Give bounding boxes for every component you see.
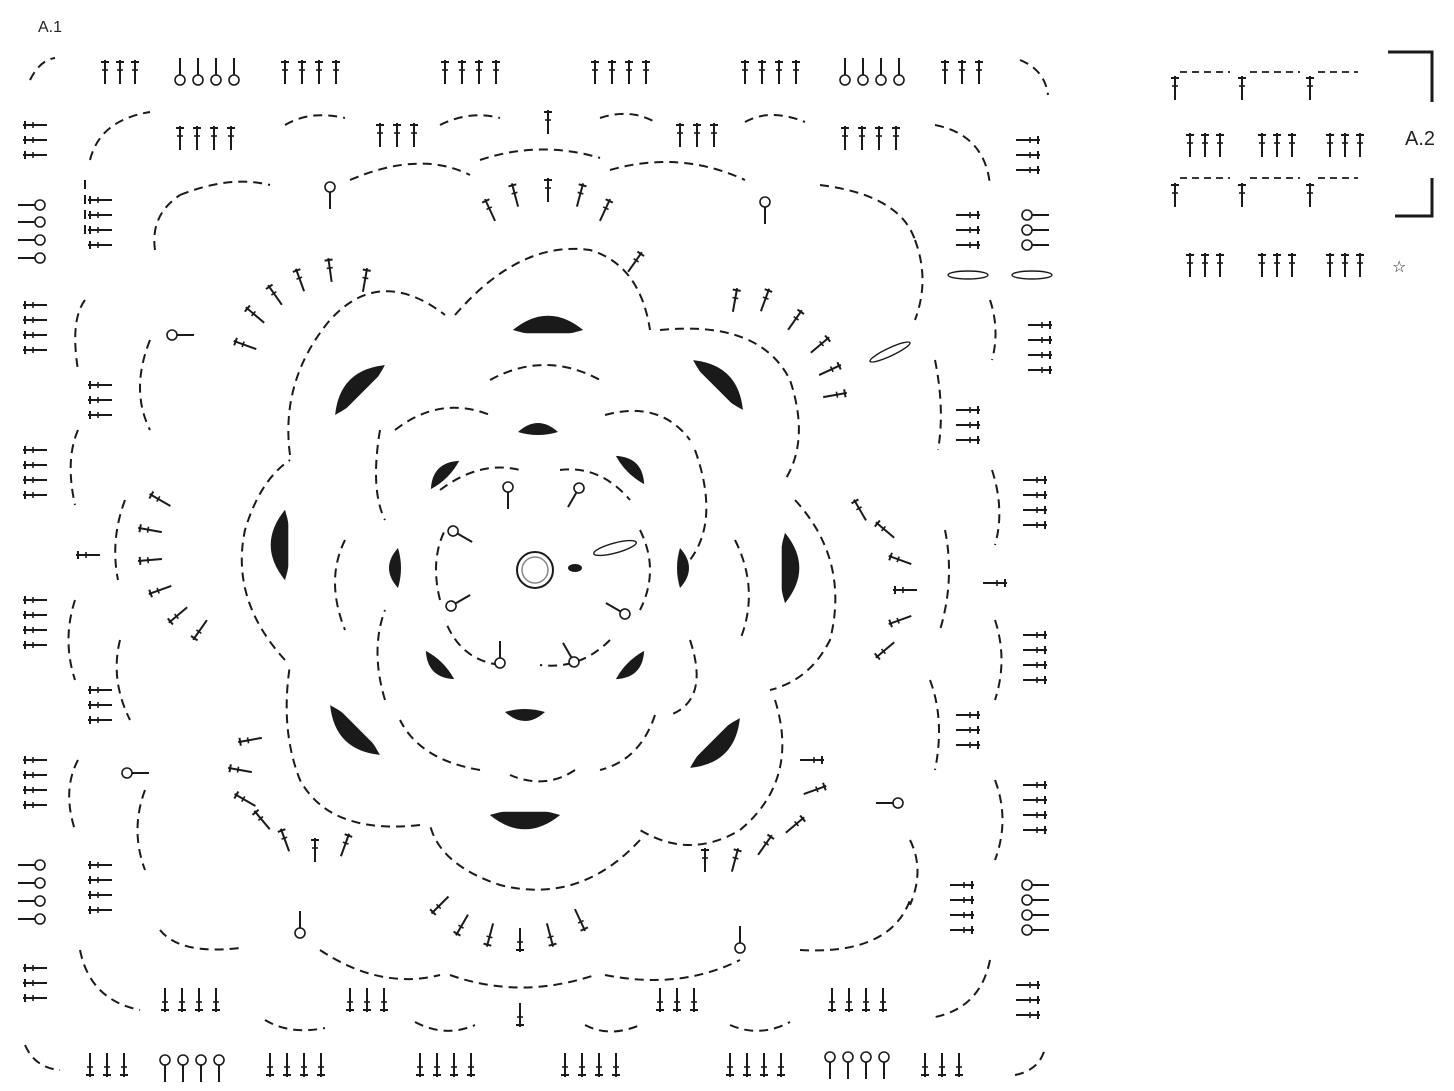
inner-ring [670, 640, 697, 715]
filled-petal-icon [389, 548, 401, 588]
inner-ring [445, 620, 500, 665]
ring-arc [600, 114, 655, 122]
diagram-a2: ☆ A.2 [1171, 52, 1435, 277]
ring-arc [71, 430, 78, 505]
filled-petal-icon [776, 533, 799, 603]
petal-frame [640, 700, 782, 845]
inner-ring [735, 540, 749, 640]
outer-corner-bl [25, 1045, 60, 1070]
scallop [180, 182, 270, 195]
filled-petal-icon [505, 709, 545, 721]
petal-frame [770, 500, 835, 690]
ring-arc [930, 960, 990, 1018]
inner-ring [510, 770, 575, 781]
ring-arc [440, 115, 500, 125]
scallop [480, 149, 600, 160]
diagram-a1 [25, 58, 1048, 1075]
inner-ring [690, 450, 706, 560]
ring-arc [69, 760, 78, 830]
ring-arc [285, 115, 345, 125]
ring-arc [80, 950, 140, 1010]
scallop [915, 240, 923, 320]
border-top [101, 58, 983, 150]
inner-ring [560, 469, 630, 500]
bracket-bottom [1395, 178, 1432, 216]
filled-petal-icon [271, 510, 294, 580]
ring-arc [990, 300, 996, 360]
bracket-top [1388, 52, 1432, 102]
ring-arc [69, 600, 76, 680]
scallop [610, 162, 745, 180]
magic-ring-icon [517, 537, 638, 588]
outer-corner-tl [30, 58, 55, 80]
petal-frame [660, 329, 799, 480]
inner-ring [490, 365, 600, 380]
scallop [117, 640, 130, 720]
a1-label: A.1 [38, 19, 62, 36]
outer-corner-tr [1020, 60, 1048, 95]
scallop [350, 164, 470, 180]
scallop [320, 950, 440, 979]
inner-ring [400, 720, 480, 770]
ring-arc [992, 470, 999, 545]
inner-ring [376, 430, 385, 520]
inner-ring [378, 610, 386, 700]
scallop [800, 900, 910, 950]
inner-ring [600, 715, 655, 770]
ring-arc [995, 780, 1003, 860]
inner-ring [395, 408, 490, 430]
ring-arc [935, 125, 990, 185]
filled-petal-icon [490, 806, 560, 829]
filled-petal-icon [419, 649, 456, 686]
outer-corner-br [1015, 1048, 1045, 1075]
ring-arc [90, 112, 150, 160]
filled-petal-icon [614, 649, 651, 686]
scallop [450, 975, 595, 988]
filled-petal-icon [687, 350, 753, 416]
border-left [18, 121, 112, 1002]
filled-petal-icon [677, 548, 689, 588]
petal-frame [430, 825, 640, 890]
filled-petal-icon [320, 699, 386, 765]
filled-petal-icon [513, 316, 583, 339]
scallop [160, 930, 240, 950]
inner-ring [605, 411, 690, 440]
scallop [910, 840, 918, 905]
scallop [115, 500, 125, 580]
scallop [140, 340, 150, 430]
ring-arc [415, 1022, 475, 1031]
border-right [868, 136, 1052, 1019]
border-bottom [86, 988, 963, 1082]
petal-ring-outer [271, 316, 800, 830]
ring-arc [585, 1025, 640, 1032]
ring-arc [265, 1020, 325, 1030]
filled-petal-icon [684, 712, 750, 778]
ring-arc [995, 620, 1002, 700]
filled-petal-icon [518, 423, 558, 435]
scallop [605, 960, 740, 980]
filled-petal-icon [614, 449, 651, 486]
scallop [820, 185, 915, 240]
scallop [940, 530, 949, 630]
scallop [138, 790, 146, 870]
scallop [935, 360, 941, 450]
ring-arc [730, 1022, 790, 1031]
a2-label: A.2 [1405, 128, 1435, 150]
inner-ring [436, 530, 445, 600]
star-icon: ☆ [1392, 257, 1406, 276]
treble-ring [137, 178, 917, 952]
inner-ring [335, 540, 345, 630]
filled-petal-icon [325, 355, 391, 421]
scallop [154, 195, 180, 250]
ring-arc [745, 115, 805, 122]
ring-arc [75, 300, 85, 370]
scallop [930, 680, 939, 770]
petal-ring-inner [389, 423, 689, 721]
inner-ring [640, 530, 650, 610]
filled-petal-icon [424, 454, 461, 491]
